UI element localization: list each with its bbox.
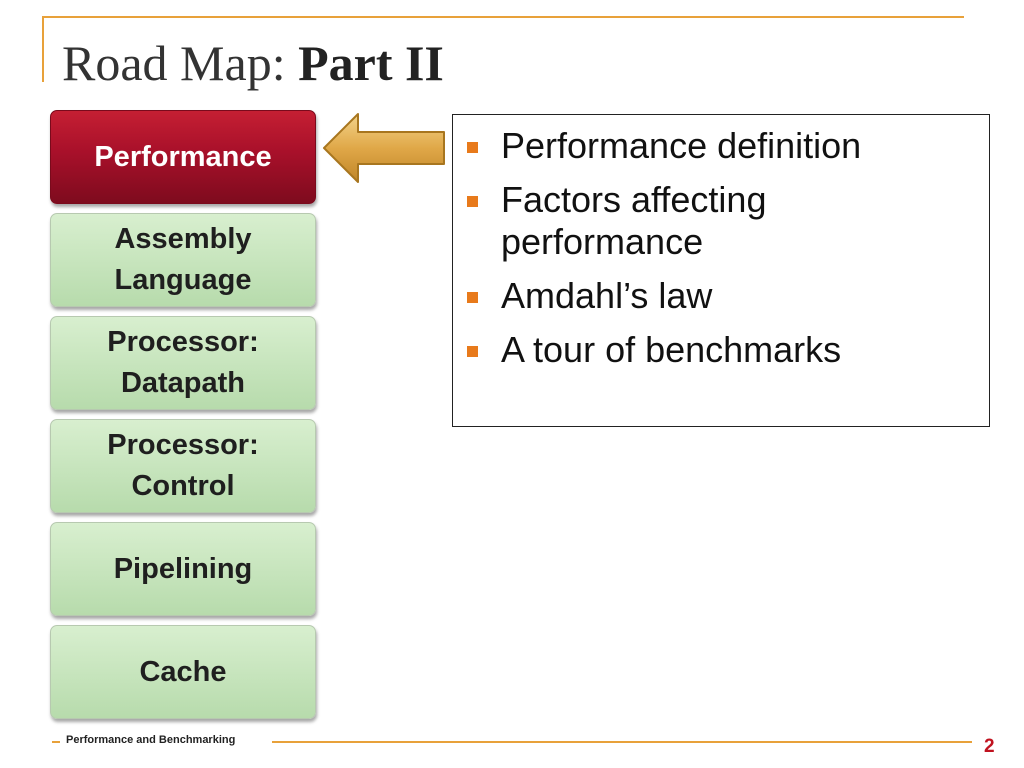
list-item: A tour of benchmarks — [467, 329, 969, 371]
roadmap-tile-label: Cache — [139, 655, 227, 688]
roadmap-tile-label: Assembly Language — [114, 223, 252, 296]
list-item: Amdahl’s law — [467, 275, 969, 317]
top-accent-line — [42, 16, 964, 18]
bullet-text: Factors affecting performance — [501, 179, 767, 263]
footer-dash — [52, 741, 60, 743]
left-accent-line — [42, 16, 44, 82]
title-bold: Part II — [298, 35, 444, 91]
bullet-square-icon — [467, 142, 478, 153]
roadmap-tile-label: Processor: Control — [107, 429, 259, 502]
bullet-square-icon — [467, 346, 478, 358]
left-arrow-icon — [323, 113, 445, 183]
roadmap-tile-processor-datapath[interactable]: Processor: Datapath — [50, 316, 316, 410]
page-number: 2 — [984, 736, 995, 757]
bullet-text: Amdahl’s law — [501, 275, 713, 317]
roadmap-tile-label: Processor: Datapath — [107, 326, 259, 399]
roadmap-tile-assembly-language[interactable]: Assembly Language — [50, 213, 316, 307]
footer-line — [272, 741, 972, 743]
footer-title: Performance and Benchmarking — [66, 734, 236, 746]
bullet-square-icon — [467, 196, 478, 208]
roadmap-tile-performance[interactable]: Performance — [50, 110, 316, 204]
topics-list: Performance definition Factors affecting… — [453, 115, 989, 372]
roadmap-tile-processor-control[interactable]: Processor: Control — [50, 419, 316, 513]
slide-title: Road Map: Part II — [62, 36, 444, 91]
topics-box: Performance definition Factors affecting… — [452, 114, 990, 427]
bullet-text: Performance definition — [501, 125, 862, 166]
roadmap-tile-label: Pipelining — [113, 552, 253, 585]
roadmap-tile-label: Performance — [94, 140, 272, 173]
roadmap-tile-pipelining[interactable]: Pipelining — [50, 522, 316, 616]
bullet-square-icon — [467, 292, 478, 304]
title-prefix: Road Map: — [62, 35, 299, 91]
list-item: Performance definition — [467, 125, 969, 167]
list-item: Factors affecting performance — [467, 179, 969, 263]
bullet-text: A tour of benchmarks — [501, 329, 842, 371]
roadmap-tile-cache[interactable]: Cache — [50, 625, 316, 719]
